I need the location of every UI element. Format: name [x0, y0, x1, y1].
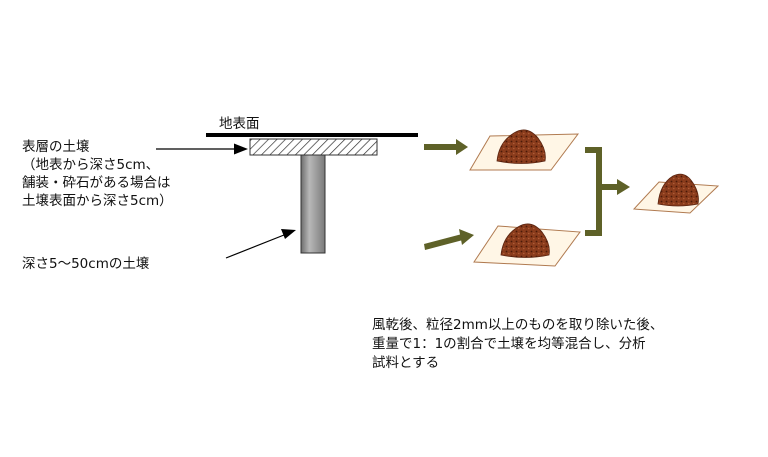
deep-soil-arrow: [225, 229, 296, 259]
procedure-line-2: 重量で1：1の割合で土壌を均等混合し、分析: [372, 336, 646, 352]
deep-soil-label: 深さ5～50cmの土壌: [22, 256, 150, 272]
procedure-line-3: 試料とする: [372, 355, 440, 371]
sample-paper-bottom: [473, 223, 581, 267]
surface-soil-label-1: 表層の土壌: [22, 139, 90, 155]
surface-soil-label-4: 土壌表面から深さ5cm）: [22, 193, 173, 209]
surface-soil-arrow: [156, 143, 248, 155]
procedure-line-1: 風乾後、粒径2mm以上のものを取り除いた後、: [372, 317, 664, 333]
olive-arrow-top: [424, 139, 468, 155]
ground-surface-label: 地表面: [219, 116, 260, 132]
olive-arrow-bottom: [424, 229, 474, 250]
soil-core-pipe: [300, 154, 326, 254]
surface-soil-label-3: 舗装・砕石がある場合は: [22, 175, 171, 191]
surface-layer-block: [249, 138, 378, 156]
sample-paper-top: [469, 129, 580, 171]
olive-arrow-combine: [599, 179, 630, 195]
surface-soil-label-2: （地表から深さ5cm、: [22, 157, 160, 173]
mixed-sample-paper: [632, 173, 720, 214]
combine-bracket: [585, 147, 602, 236]
